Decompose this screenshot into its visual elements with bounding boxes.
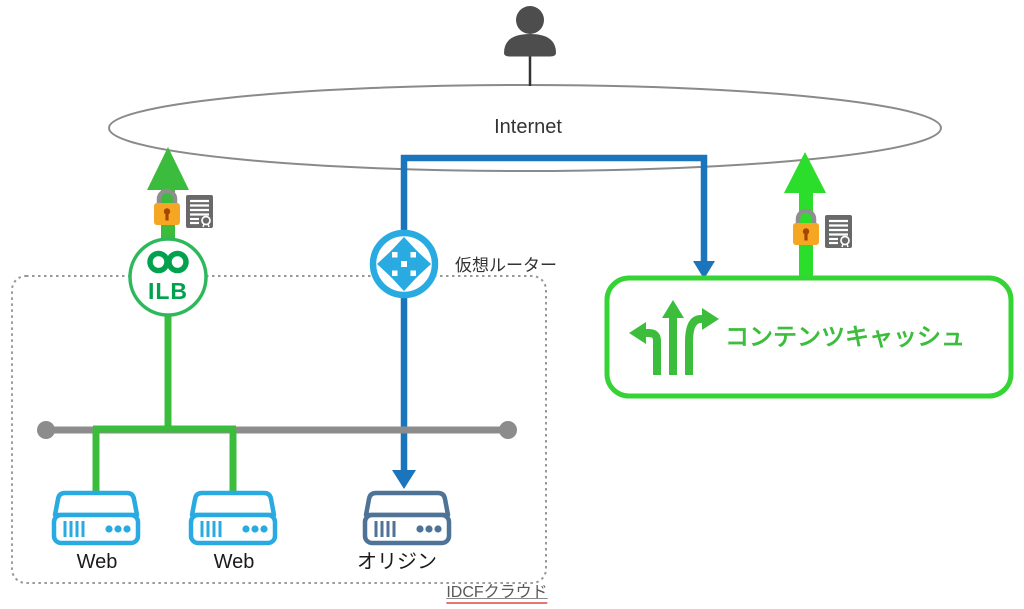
blue-flow-internet-to-cache: [400, 154, 715, 279]
green-upload-arrow-cache: [784, 152, 826, 280]
web-server-label-1: Web: [76, 551, 118, 573]
virtual-router-label: 仮想ルーター: [455, 256, 557, 275]
internet-label: Internet: [494, 116, 562, 138]
web-server-icon-1: [54, 493, 138, 543]
content-cache-box: [604, 275, 1014, 399]
web-server-icon-2: [191, 493, 275, 543]
blue-flow-router-to-origin: [392, 296, 416, 489]
idcf-cloud-label: IDCFクラウド: [446, 584, 548, 605]
green-upload-arrow-ilb: [147, 147, 189, 242]
certificate-icon-right: [823, 213, 854, 250]
virtual-router-icon: [369, 229, 439, 299]
content-cache-label: コンテンツキャッシュ: [725, 324, 965, 351]
idcf-cloud-boundary: [11, 275, 547, 584]
origin-server-label: オリジン: [357, 551, 437, 573]
ilb-icon: [128, 237, 208, 317]
certificate-icon-left: [184, 193, 215, 230]
origin-server-icon: [365, 493, 449, 543]
internet-ellipse: [108, 84, 942, 172]
user-icon: [504, 6, 556, 86]
infinity-icon: [147, 250, 189, 274]
web-server-label-2: Web: [213, 551, 255, 573]
ilb-label: ILB: [147, 278, 189, 304]
route-split-icon: [629, 300, 719, 375]
green-lan-lines: [92, 312, 237, 491]
